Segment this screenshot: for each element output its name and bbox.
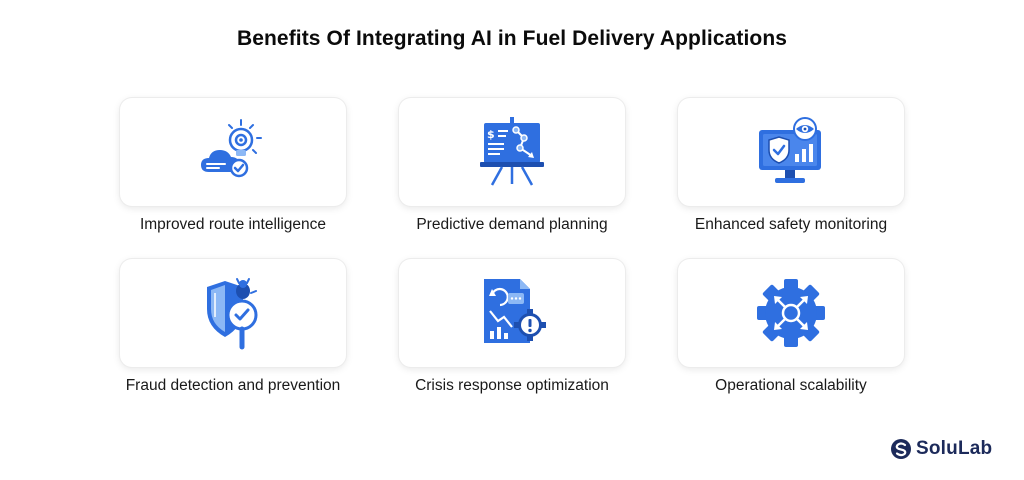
solulab-logo-icon [891,439,911,459]
svg-text:$: $ [487,128,495,141]
gear-expand-icon [757,279,825,347]
benefit-label-route-intelligence: Improved route intelligence [139,216,327,233]
benefit-card-demand-planning: $ [399,98,625,206]
benefit-label-demand-planning: Predictive demand planning [416,216,608,233]
report-gear-alert-icon [484,279,546,343]
benefit-card-route-intelligence [120,98,346,206]
benefit-card-crisis-response [399,259,625,367]
benefit-label-scalability: Operational scalability [715,377,867,394]
benefit-card-fraud-detection [120,259,346,367]
benefit-label-crisis-response: Crisis response optimization [415,377,609,394]
page-title: Benefits Of Integrating AI in Fuel Deliv… [236,27,788,50]
benefit-label-fraud-detection: Fraud detection and prevention [125,377,341,394]
benefit-label-safety-monitoring: Enhanced safety monitoring [694,216,888,233]
benefit-card-scalability [678,259,904,367]
shield-bug-magnifier-icon [207,278,258,350]
cloud-lightbulb-icon [201,119,262,178]
benefit-card-safety-monitoring [678,98,904,206]
solulab-logo: SoluLab [890,436,992,462]
monitor-shield-eye-icon [759,117,821,183]
presentation-board-icon: $ [480,117,544,186]
brand-name: SoluLab [916,438,993,459]
